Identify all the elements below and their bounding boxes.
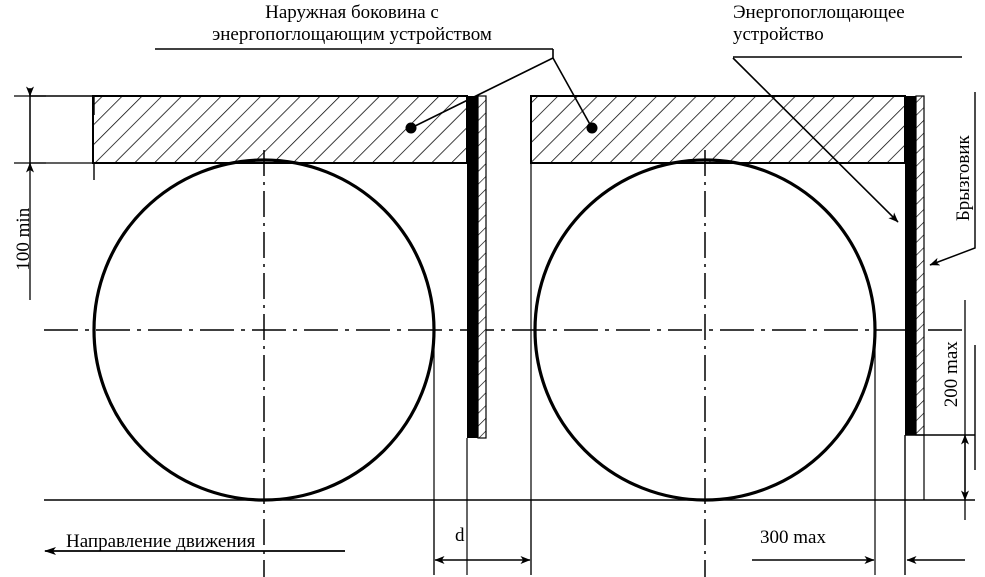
outer-sidewall-label-line2: энергопоглощающим устройством (212, 24, 492, 46)
outer-sidewall-label-line1: Наружная боковина с (265, 2, 439, 23)
outer-sidewall-label: Наружная боковина с энергопоглощающим ус… (152, 2, 552, 47)
left-black-bar (467, 96, 478, 438)
right-black-bar (905, 96, 916, 435)
right-energy-absorbing-device (905, 95, 925, 436)
dimension-label-300-max: 300 max (760, 527, 826, 548)
callout-leaders (155, 48, 976, 266)
mudguard-label: Брызговик (952, 135, 974, 222)
direction-of-travel-label: Направление движения (66, 531, 256, 552)
mudguard-strip (915, 95, 925, 436)
energy-device-label: Энергопоглощающее устройство (733, 2, 983, 47)
energy-device-label-line1: Энергопоглощающее (733, 2, 905, 23)
left-hatched-body (92, 95, 468, 164)
energy-device-label-line2: устройство (733, 24, 824, 46)
dimension-d (433, 500, 532, 575)
callout-dot-right (586, 122, 598, 134)
dimension-100-min (14, 86, 46, 173)
left-energy-absorbing-device (467, 95, 487, 439)
callout-dot-left (405, 122, 417, 134)
dimension-label-100-min: 100 min (12, 207, 34, 271)
left-hatched-strip (477, 95, 487, 439)
dimension-label-200-max: 200 max (940, 341, 962, 408)
dimension-label-d: d (455, 525, 465, 546)
